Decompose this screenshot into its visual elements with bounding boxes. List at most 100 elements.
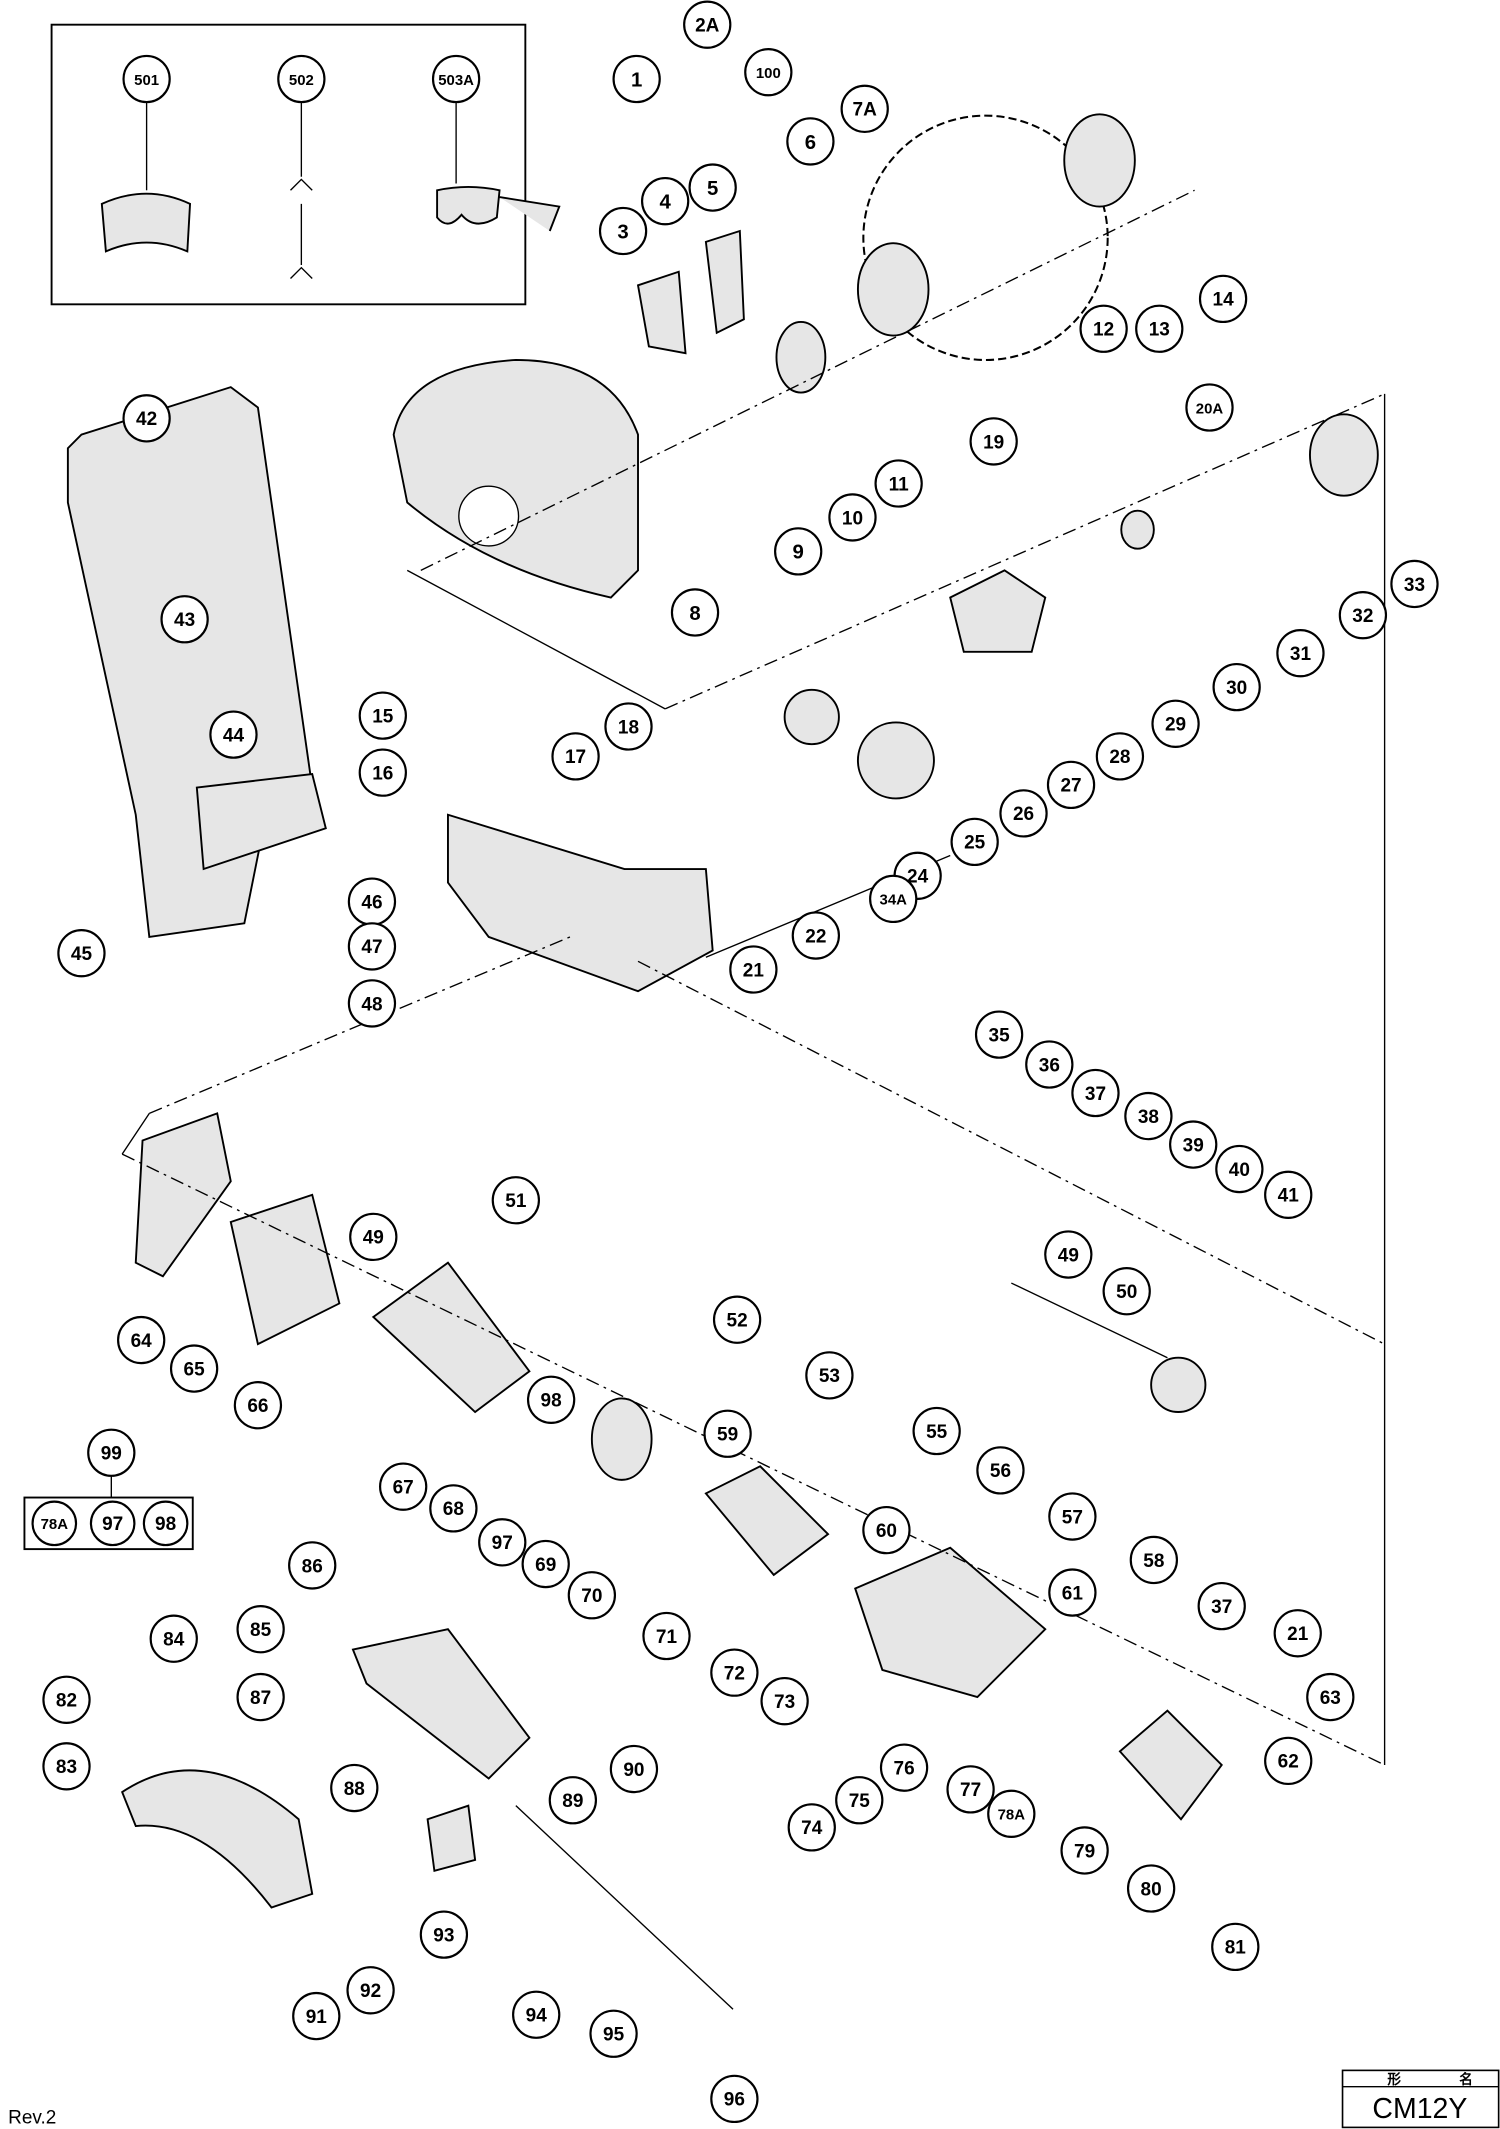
callout-number: 36: [1039, 1055, 1060, 1076]
callout-circle: [292, 1991, 341, 2041]
callout-number: 3: [617, 221, 628, 243]
callout-circle: [1044, 1230, 1093, 1279]
callout-circle: [969, 417, 1018, 466]
callout-circle: [548, 1776, 598, 1825]
callout-circle: [710, 2074, 759, 2124]
callout-callouts-9: 13: [1135, 304, 1184, 353]
callout-callouts-20: 31: [1276, 629, 1325, 678]
callout-callouts-21: 30: [1212, 662, 1261, 712]
callout-circle: [1124, 1091, 1173, 1141]
callout-circle: [744, 48, 793, 97]
callout-circle: [89, 1500, 136, 1547]
callout-callouts-95: 91: [292, 1991, 341, 2041]
callout-callouts-67: 70: [567, 1571, 617, 1620]
callout-number: 80: [1141, 1879, 1162, 1900]
callout-circle: [1151, 699, 1200, 748]
callout-callouts-40: 34A: [869, 874, 918, 924]
callout-circle: [774, 527, 823, 576]
callout-callouts-31: 16: [358, 748, 407, 797]
callout-number: 98: [155, 1514, 176, 1535]
callout-number: 14: [1213, 290, 1235, 311]
callout-number: 1: [631, 69, 642, 91]
callout-callouts-99: 96: [710, 2074, 759, 2124]
callout-contents-0: 78A: [31, 1500, 78, 1547]
callout-callouts-18: 19: [969, 417, 1018, 466]
callout-number: 69: [535, 1555, 556, 1576]
callout-number: 53: [819, 1366, 840, 1387]
wrench-part: [290, 178, 313, 280]
callout-number: 34A: [880, 892, 908, 909]
kit-box: [23, 1496, 194, 1551]
callout-number: 75: [849, 1791, 871, 1812]
callout-circle: [688, 163, 737, 212]
callout-callouts-76: 85: [236, 1605, 285, 1654]
callout-circle: [791, 911, 840, 960]
callout-number: 27: [1060, 776, 1081, 797]
callout-number: 96: [724, 2090, 745, 2111]
callout-callouts-41: 51: [491, 1176, 540, 1225]
callout-number: 57: [1062, 1507, 1083, 1528]
callout-circle: [670, 588, 720, 637]
callout-number: 7A: [853, 100, 878, 121]
callout-callouts-83: 90: [609, 1744, 659, 1794]
callout-callouts-16: 20A: [1185, 383, 1234, 432]
callout-callouts-35: 46: [347, 877, 397, 926]
shaft-part: [1011, 1282, 1168, 1359]
callout-circle: [1215, 1144, 1264, 1194]
callout-number: 95: [603, 2025, 625, 2046]
callout-circle: [1071, 1068, 1120, 1118]
side-handle-part: [100, 192, 192, 253]
callout-callouts-15: 42: [122, 394, 171, 443]
callout-circle: [1169, 1120, 1218, 1169]
callout-number: 100: [756, 65, 781, 82]
callout-number: 98: [541, 1391, 562, 1412]
callout-number: 62: [1278, 1752, 1299, 1773]
callout-circle: [862, 1505, 911, 1555]
callout-circle: [1197, 1581, 1246, 1631]
callout-callouts-55: 56: [976, 1446, 1025, 1495]
callout-circle: [142, 1500, 189, 1547]
callout-number: 40: [1229, 1160, 1250, 1181]
callout-number: 30: [1226, 678, 1247, 699]
callout-callouts-64: 68: [429, 1484, 478, 1533]
callout-callouts-69: 98: [526, 1375, 576, 1424]
callout-circle: [551, 732, 600, 781]
title-header-left: 形: [1387, 2072, 1401, 2087]
callout-circle: [1338, 591, 1388, 640]
callout-callouts-24: 27: [1046, 760, 1096, 810]
callout-number: 79: [1074, 1841, 1095, 1862]
callout-number: 64: [131, 1331, 153, 1352]
callout-circle: [330, 1763, 379, 1813]
callout-circle: [1048, 1492, 1097, 1541]
callout-number: 83: [56, 1757, 77, 1778]
callout-number: 35: [989, 1025, 1011, 1046]
callout-number: 52: [727, 1311, 748, 1332]
callout-circle: [835, 1776, 884, 1825]
callout-callouts-71: 60: [862, 1505, 911, 1555]
callout-circle: [1306, 1672, 1355, 1722]
callout-circle: [431, 54, 481, 104]
callout-number: 13: [1149, 320, 1170, 341]
callout-number: 16: [372, 764, 393, 785]
callout-callouts-28: 43: [160, 595, 209, 644]
callout-callouts-32: 17: [551, 732, 600, 781]
callout-callouts-12: 10: [828, 493, 877, 542]
wheel-guard-part: [392, 359, 639, 599]
callout-circle: [1046, 760, 1096, 810]
callout-callouts-46: 37: [1071, 1068, 1120, 1118]
callout-callouts-60: 64: [117, 1315, 166, 1365]
callout-number: 76: [894, 1759, 915, 1780]
callout-callouts-57: 58: [1129, 1535, 1179, 1585]
callout-circle: [609, 1744, 659, 1794]
callout-circle: [729, 945, 778, 994]
callout-circle: [1102, 1267, 1151, 1316]
callout-number: 31: [1290, 644, 1312, 665]
callout-circle: [236, 1672, 285, 1722]
callout-number: 93: [433, 1925, 454, 1946]
callout-number: 39: [1183, 1135, 1204, 1156]
callout-callouts-22: 29: [1151, 699, 1200, 748]
callout-callouts-78: 87: [236, 1672, 285, 1722]
callout-callouts-42: 52: [712, 1295, 762, 1344]
callout-callouts-82: 89: [548, 1776, 598, 1825]
